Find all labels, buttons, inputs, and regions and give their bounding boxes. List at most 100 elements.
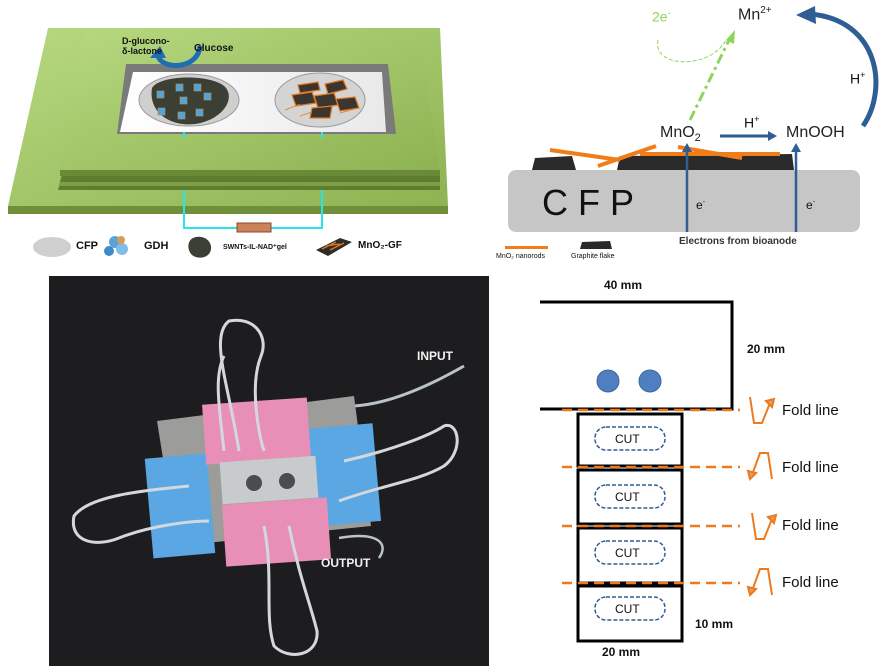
cut-outline-4 <box>594 596 666 621</box>
mno2-gf-flake-icon <box>316 238 352 256</box>
cut-label-3: CUT <box>615 546 640 560</box>
dissolution-arrow <box>809 11 879 128</box>
legend-gel-label: SWNTs-IL-NAD⁺gel <box>223 244 287 251</box>
e-minus-text: e <box>806 198 813 212</box>
substrate-label: Glucose <box>194 43 234 54</box>
cut-outline-3 <box>594 540 666 565</box>
fold-line-label-3: Fold line <box>782 517 839 534</box>
two-e-sup: - <box>667 8 671 18</box>
legend-mno2-gf-label: MnO₂-GF <box>358 240 402 251</box>
direct-reduction-arrow <box>688 37 732 121</box>
e-minus-sup: - <box>702 199 706 206</box>
nanorod-icon <box>505 246 548 249</box>
output-label: OUTPUT <box>321 556 371 570</box>
cell-schematic-svg <box>8 28 448 258</box>
cut-label-2: CUT <box>615 490 640 504</box>
product-label-line2: δ-lactone <box>122 46 162 56</box>
product-label: D-glucono- <box>122 36 170 46</box>
two-electron-label: 2e- <box>652 8 671 25</box>
panel-d-fold-template: 40 mm 20 mm CUT CUT CUT CUT Fold line Fo… <box>528 275 888 666</box>
anode-gel <box>151 77 229 125</box>
fold-up-icon <box>751 512 778 540</box>
legend-cfp-label: CFP <box>76 240 98 252</box>
tray-layer-2 <box>60 176 440 182</box>
h-plus-sup: + <box>754 114 760 124</box>
reduction-arrow-head <box>768 131 777 141</box>
resistor-icon <box>236 222 272 233</box>
mno2-label: MnO2 <box>660 124 701 144</box>
fold-lines <box>562 408 740 585</box>
fold-line-label-1: Fold line <box>782 402 839 419</box>
top-height-label: 20 mm <box>747 342 786 356</box>
fold-down-icon <box>746 452 773 481</box>
electrode-dot-left <box>596 369 620 393</box>
electron-arrow-1-head <box>682 143 692 152</box>
input-tube <box>353 364 465 408</box>
mno2-text: MnO <box>660 124 695 141</box>
cut-outlines <box>594 426 666 621</box>
cut-outline-2 <box>594 484 666 509</box>
mn2-text: Mn <box>738 6 761 24</box>
nanorods <box>549 144 780 168</box>
gdh-enzymes <box>156 83 212 120</box>
cut-label-4: CUT <box>615 602 640 616</box>
mno2-gf-flakes <box>291 79 360 119</box>
pink-clip-bottom <box>221 497 332 567</box>
h-plus-label-2: H+ <box>850 70 865 87</box>
top-width-label: 40 mm <box>604 278 643 292</box>
mno2-sub: 2 <box>694 132 701 145</box>
tray-top-edge <box>60 170 440 176</box>
graphite-flake-left <box>532 156 576 170</box>
panel-b-cathode-mechanism: C F P e- e- MnO2 MnOOH Mn2+ H+ H+ 2e- El… <box>480 0 888 270</box>
cfp-disk-icon <box>33 237 71 257</box>
sample-window <box>219 455 319 505</box>
e-minus-sup: - <box>812 199 816 206</box>
fold-line-label-4: Fold line <box>782 574 839 591</box>
e-minus-label-1: e- <box>696 198 705 212</box>
glucose-oxidation-arrow <box>155 45 203 68</box>
output-tube <box>338 534 384 559</box>
electron-arrow-2-head <box>791 143 801 152</box>
cut-outline-1 <box>594 426 666 451</box>
blue-clip-left <box>144 453 216 559</box>
legend-nanorods-label: MnO₂ nanorods <box>496 253 546 260</box>
cfp-electrode <box>508 170 860 232</box>
input-label: INPUT <box>417 349 453 363</box>
segment-height-label: 10 mm <box>695 617 734 631</box>
cut-label-1: CUT <box>615 432 640 446</box>
panel-a-cell-schematic: D-glucono- δ-lactone Glucose CFP GDH SWN… <box>0 0 460 270</box>
electrode-dot-right <box>638 369 662 393</box>
e-minus-text: e <box>696 198 703 212</box>
graphite-flake-icon <box>580 241 612 249</box>
h-plus-sup: + <box>860 70 866 80</box>
mn2-label: Mn2+ <box>738 5 772 24</box>
mnooh-label: MnOOH <box>786 124 845 141</box>
electrons-caption: Electrons from bioanode <box>679 236 797 247</box>
glucose-arrow-head <box>150 46 166 58</box>
tray-bottom-edge <box>8 206 448 214</box>
tray-layer-1 <box>58 186 440 190</box>
gel-blob-icon <box>188 236 212 258</box>
dissolution-arrow-head <box>796 6 816 24</box>
mechanism-svg <box>505 6 879 249</box>
top-reservoir-sheet <box>528 300 734 411</box>
fold-down-icon <box>746 568 773 597</box>
legend-gdh-label: GDH <box>144 240 169 252</box>
segment-width-label: 20 mm <box>602 645 641 659</box>
h-plus-text: H <box>850 70 861 87</box>
fold-line-label-2: Fold line <box>782 459 839 476</box>
h-plus-label-1: H+ <box>744 114 759 131</box>
h-plus-text: H <box>744 114 755 131</box>
pink-clip-top <box>202 397 311 465</box>
legend-graphite-label: Graphite flake <box>571 253 615 260</box>
fold-up-icon <box>749 396 776 424</box>
electrode-spot-right <box>279 473 295 489</box>
e-minus-label-2: e- <box>806 198 815 212</box>
device-photo-svg <box>49 276 489 666</box>
cfp-label: C F P <box>542 182 635 223</box>
gdh-enzyme-icon <box>104 236 128 256</box>
mno2-nanorods <box>284 103 359 117</box>
two-electron-arc <box>657 39 727 63</box>
two-e-text: 2e <box>652 8 668 25</box>
mn2-sup: 2+ <box>760 5 772 16</box>
